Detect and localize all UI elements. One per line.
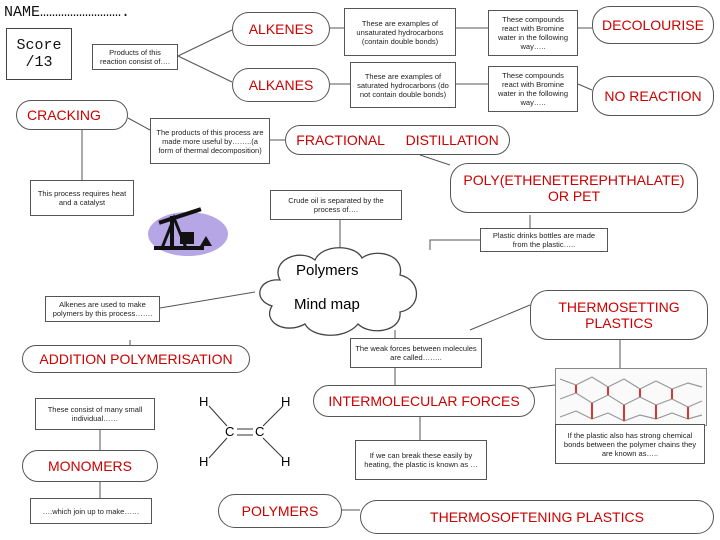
join-up-note: ….which join up to make…… [30, 498, 152, 524]
fractional-label: FRACTIONAL [296, 132, 385, 148]
thermosetting-box: THERMOSETTING PLASTICS [530, 290, 708, 340]
softening-note: If we can break these easily by heating,… [355, 440, 487, 480]
intermolecular-forces-box: INTERMOLECULAR FORCES [313, 385, 535, 417]
central-cloud: Polymers Mind map [250, 240, 430, 340]
weak-forces-note: The weak forces between molecules are ca… [350, 338, 482, 368]
cracking-box: CRACKING [16, 100, 128, 130]
central-subtitle: Mind map [294, 296, 360, 313]
strong-bonds-note: If the plastic also has strong chemical … [555, 424, 705, 464]
hydrogen-atom-1: H [199, 394, 209, 409]
central-title: Polymers [296, 262, 359, 279]
alkanes-examples-note: These are examples of saturated hydrocar… [350, 62, 456, 108]
score-value: /13 [25, 54, 53, 71]
crude-oil-note: Crude oil is separated by the process of… [270, 190, 402, 220]
carbon-atom-2: C [255, 424, 265, 439]
heat-catalyst-note: This process requires heat and a catalys… [30, 180, 134, 216]
score-box: Score /13 [6, 28, 72, 80]
alkanes-box: ALKANES [232, 68, 330, 102]
fractional-distillation-box: FRACTIONAL DISTILLATION [285, 125, 510, 155]
alkenes-box: ALKENES [232, 12, 330, 46]
addition-polymerisation-box: ADDITION POLYMERISATION [22, 345, 250, 373]
bottles-note: Plastic drinks bottles are made from the… [480, 228, 608, 252]
cross-linked-polymer-image [555, 368, 707, 426]
bromine-alkanes-note: These compounds react with Bromine water… [488, 66, 578, 112]
distillation-label: DISTILLATION [405, 132, 499, 148]
bromine-alkenes-note: These compounds react with Bromine water… [488, 10, 578, 56]
alkenes-used-note: Alkenes are used to make polymers by thi… [45, 296, 160, 322]
carbon-atom-1: C [225, 424, 235, 439]
ethene-structure: H H C C H H [195, 392, 305, 472]
monomers-box: MONOMERS [22, 450, 158, 482]
hydrogen-atom-2: H [281, 394, 291, 409]
hydrogen-atom-4: H [281, 454, 291, 469]
polymers-box: POLYMERS [218, 494, 342, 528]
products-note: Products of this reaction consist of…. [92, 44, 178, 70]
hydrogen-atom-3: H [199, 454, 209, 469]
pet-box: POLY(ETHENETEREPHTHALATE) OR PET [450, 163, 698, 213]
decolourise-box: DECOLOURISE [592, 6, 714, 44]
thermosoftening-box: THERMOSOFTENING PLASTICS [360, 500, 714, 534]
no-reaction-box: NO REACTION [592, 76, 714, 116]
cracking-products-note: The products of this process are made mo… [150, 118, 270, 164]
alkenes-examples-note: These are examples of unsaturated hydroc… [344, 8, 456, 56]
many-small-note: These consist of many small individual…… [35, 398, 155, 430]
name-field: NAME………………………. [4, 4, 131, 21]
oil-pump-icon [140, 196, 230, 258]
score-label: Score [16, 37, 62, 54]
